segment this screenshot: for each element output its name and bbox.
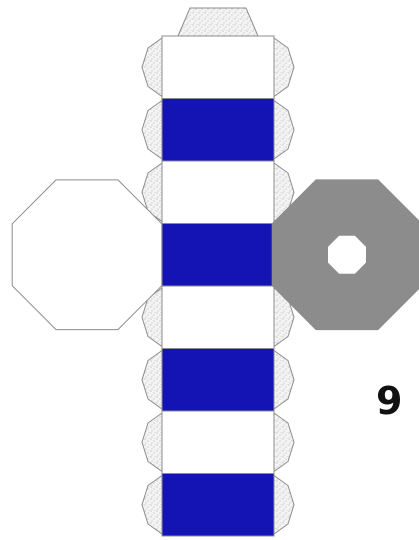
band-white: [161, 410, 275, 474]
glue-tab-right: [273, 37, 295, 98]
band-white: [161, 35, 275, 99]
glue-tab-left: [141, 99, 163, 160]
band-white: [161, 160, 275, 224]
glue-tab-left: [141, 349, 163, 410]
end-faces: [11, 179, 419, 331]
glue-tab-left: [141, 412, 163, 473]
band-blue: [161, 98, 275, 162]
glue-tab-right: [273, 349, 295, 410]
glue-tab-right: [273, 412, 295, 473]
glue-tab-right: [273, 474, 295, 535]
glue-tab-left: [141, 474, 163, 535]
prism-side-bands: [161, 35, 275, 537]
octagon-face-plain: [11, 179, 163, 331]
glue-tab-top: [177, 7, 259, 37]
band-blue: [161, 223, 275, 287]
glue-tab-right: [273, 99, 295, 160]
band-blue: [161, 348, 275, 412]
band-white: [161, 285, 275, 349]
octagon-hole: [328, 235, 366, 274]
glue-tab-left: [141, 37, 163, 98]
band-blue: [161, 473, 275, 537]
page-number: 9: [376, 379, 403, 423]
